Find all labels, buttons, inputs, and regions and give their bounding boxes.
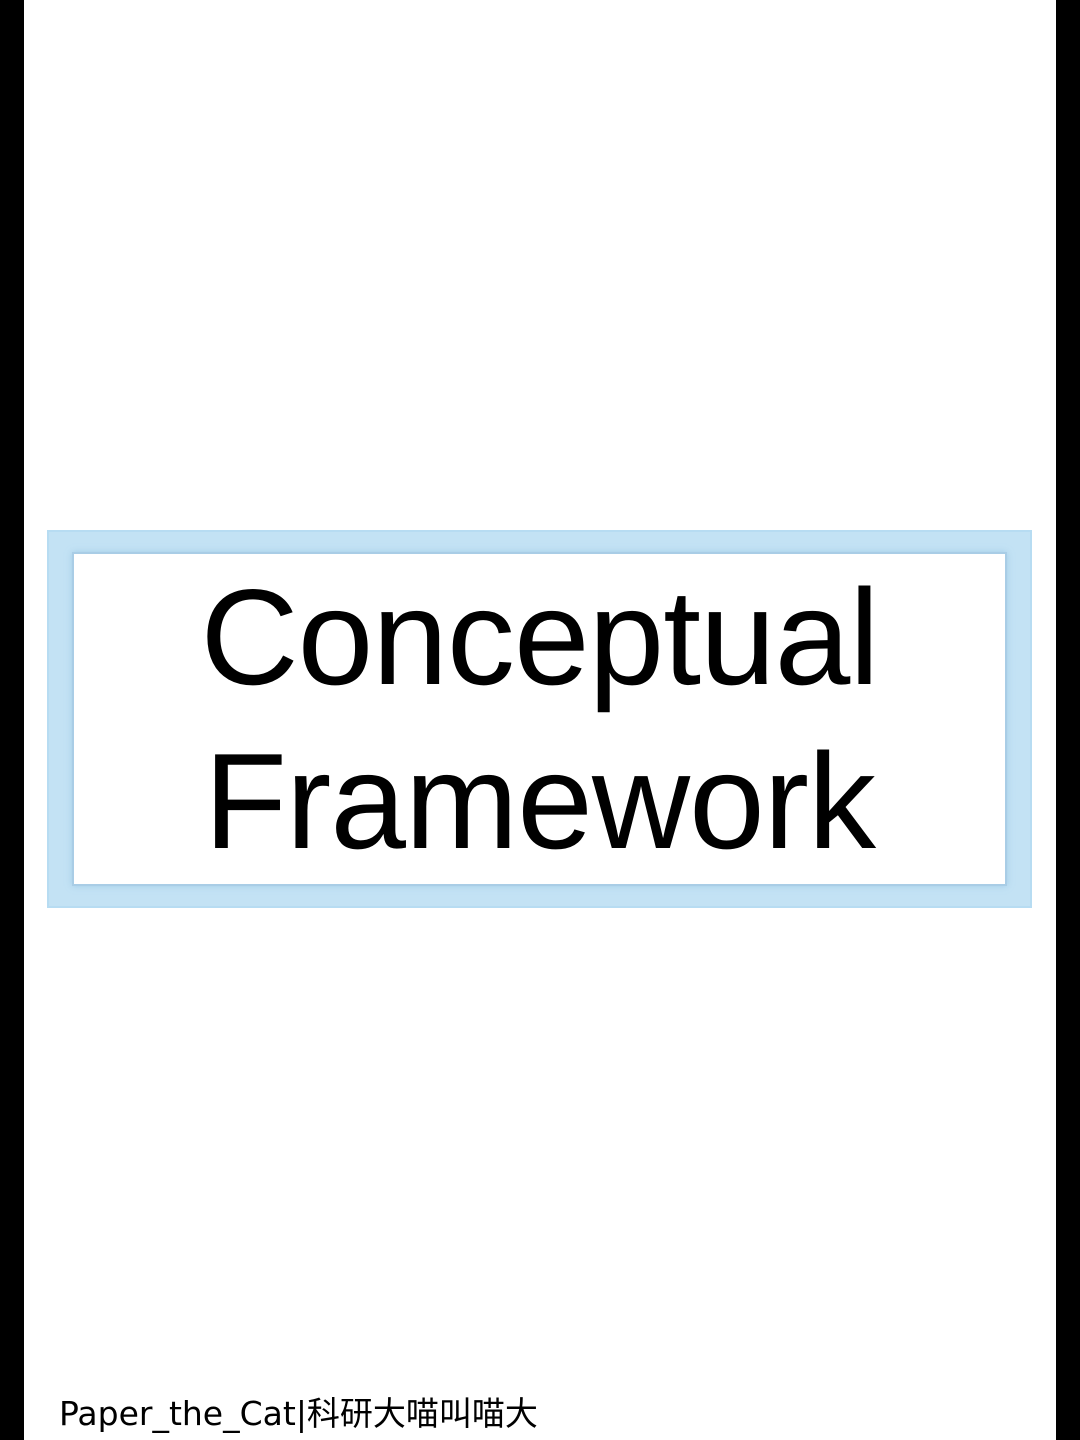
watermark-text: Paper_the_Cat|科研大喵叫喵大 [59, 1394, 538, 1433]
title-frame: Conceptual Framework [47, 530, 1032, 908]
title-box: Conceptual Framework [72, 552, 1007, 886]
title-line-1: Conceptual [200, 561, 879, 713]
slide-page: Conceptual Framework Paper_the_Cat|科研大喵叫… [24, 0, 1056, 1440]
title-line-2: Framework [203, 725, 876, 877]
